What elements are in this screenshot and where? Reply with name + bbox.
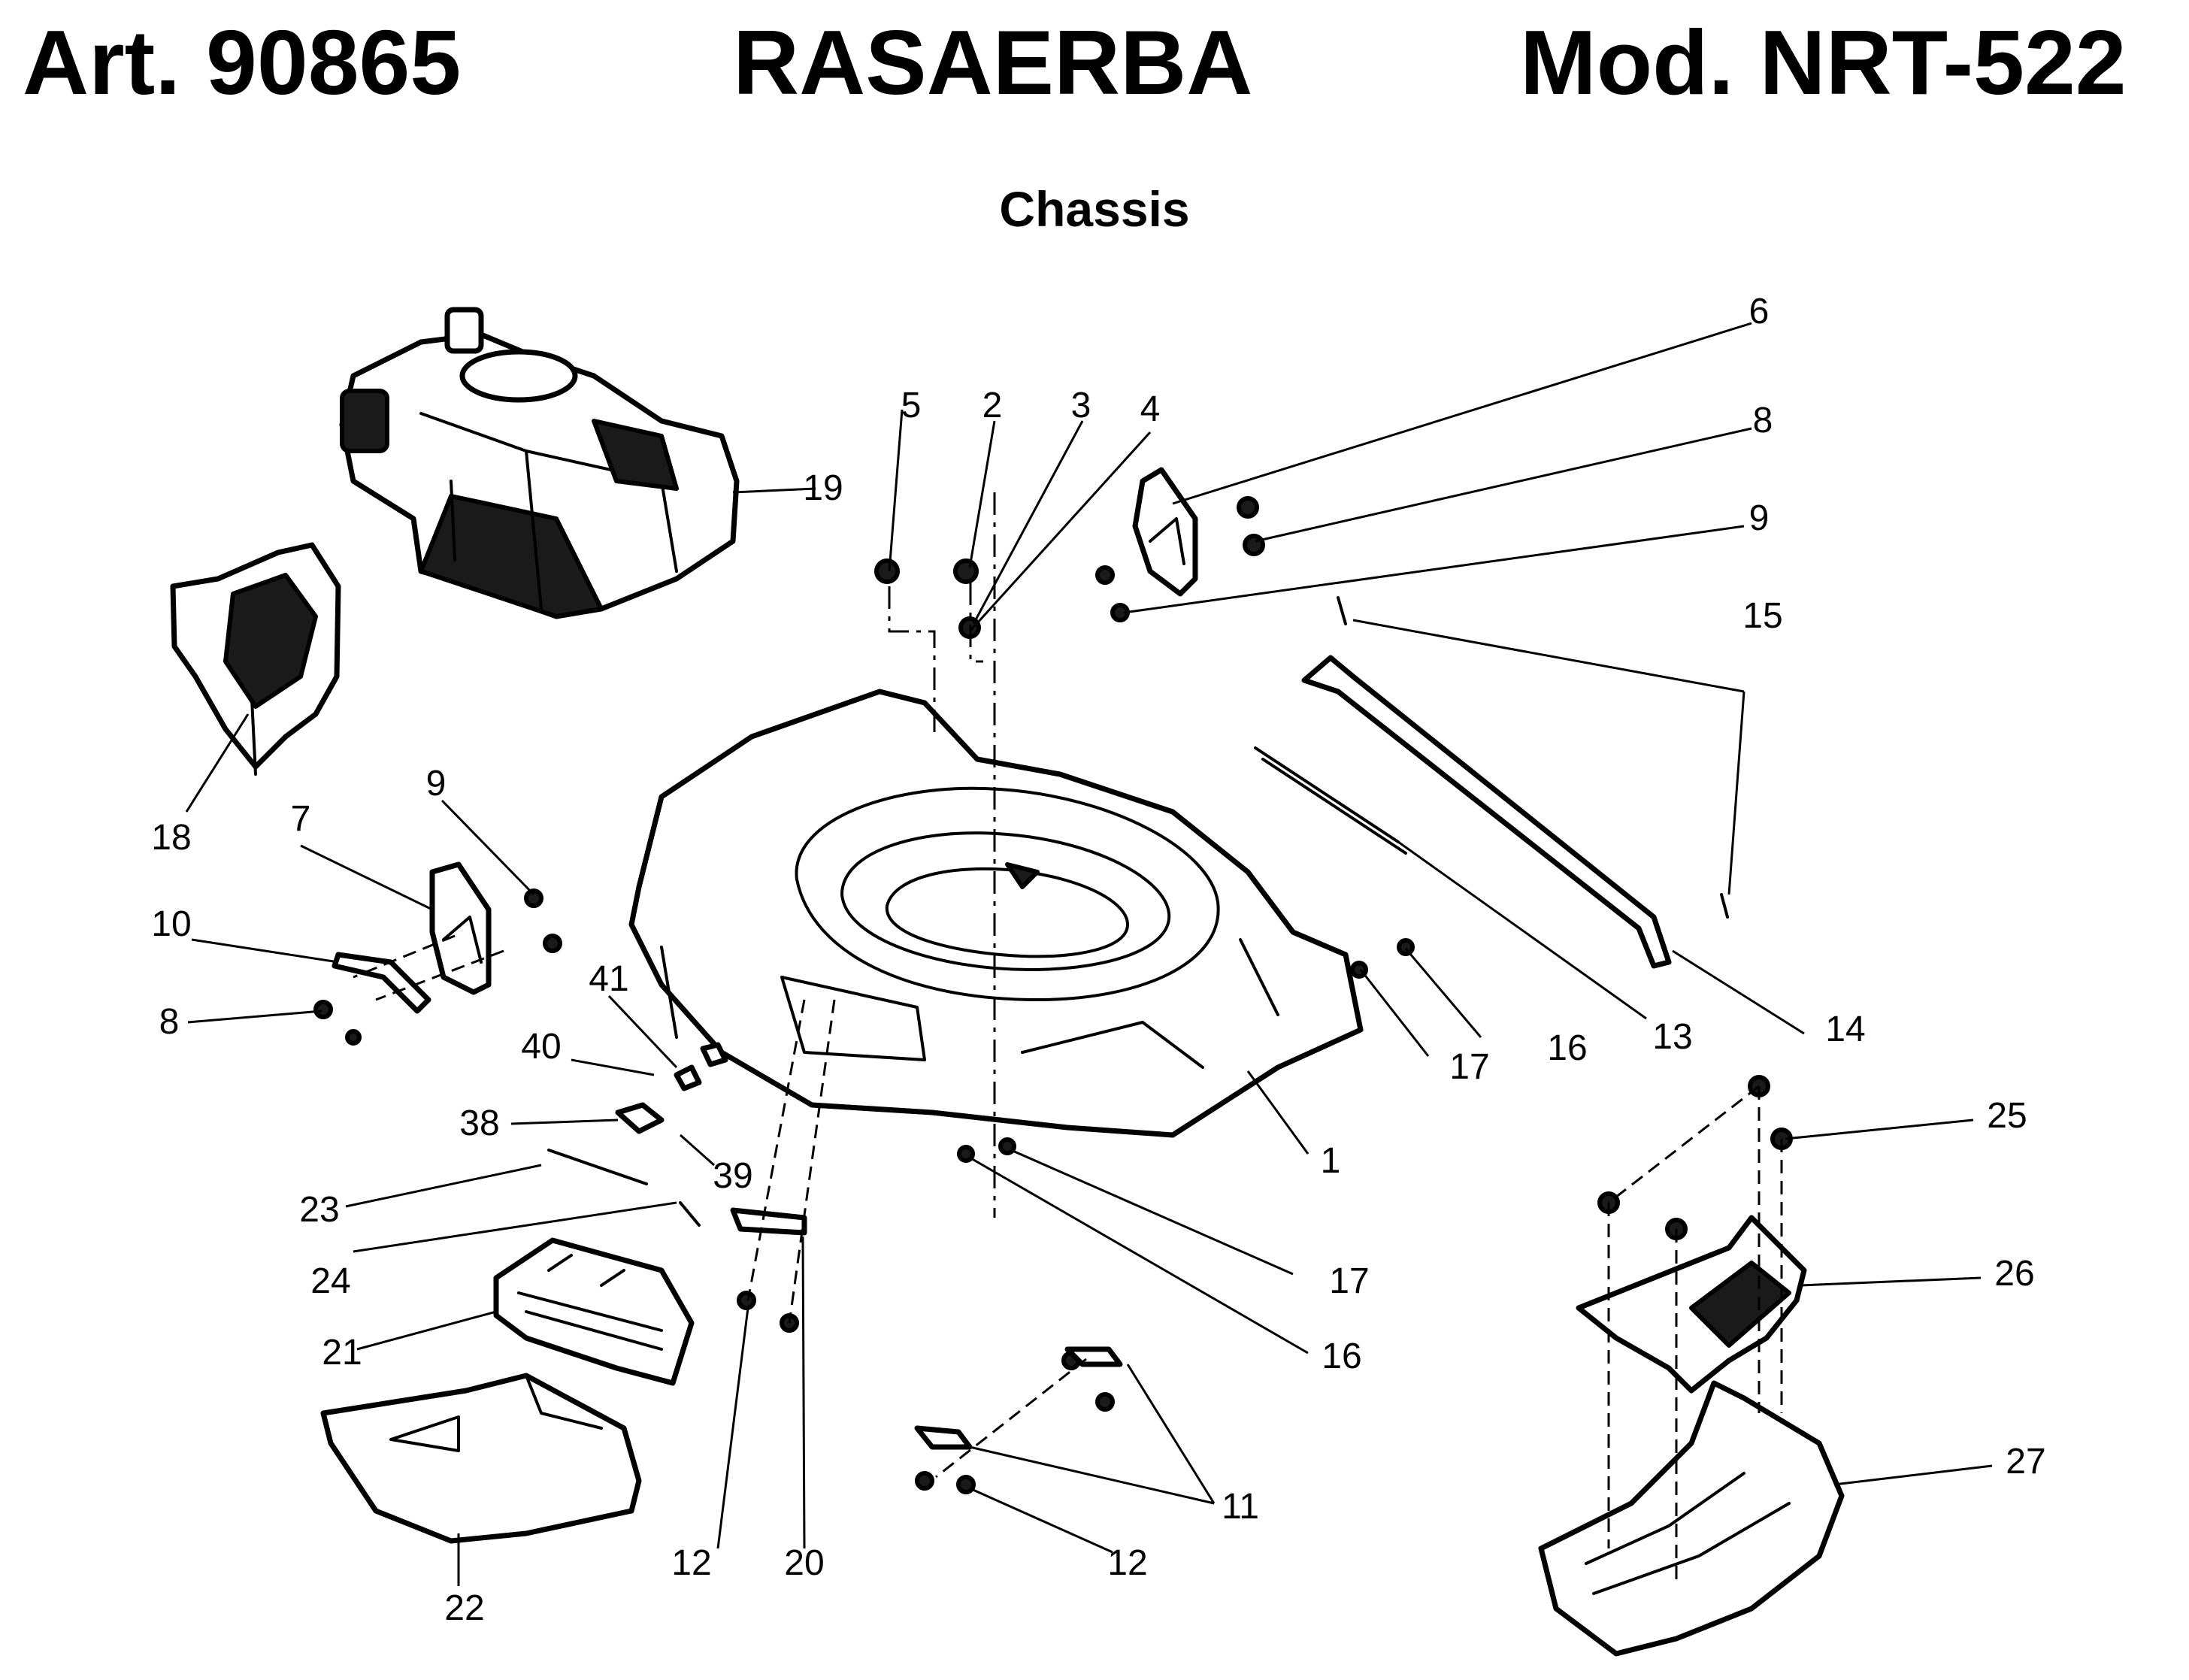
callout-23: 23 [299,1190,339,1230]
callout-26: 26 [1994,1254,2034,1294]
callout-4: 4 [1140,389,1161,429]
engine-part [339,307,740,619]
rear-cover-part [1576,1215,1807,1394]
callout-38: 38 [459,1103,499,1143]
callout-25: 25 [1987,1096,2027,1136]
callout-9-right: 9 [1749,498,1770,538]
callout-15: 15 [1742,596,1782,636]
callout-16-upper: 16 [1547,1028,1587,1068]
callout-2: 2 [982,386,1003,425]
article-number: Art. 90865 [23,11,462,114]
rubber-strip-part [332,952,431,1014]
callout-9-left: 9 [426,764,447,804]
callout-41: 41 [589,959,628,999]
callout-6: 6 [1749,292,1770,331]
callout-18: 18 [151,818,191,858]
callout-39: 39 [713,1156,752,1196]
callout-1: 1 [1321,1141,1341,1181]
callout-16-lower: 16 [1322,1336,1361,1376]
callout-10: 10 [151,904,191,944]
mower-deck-part [628,689,1364,1138]
callout-17-upper: 17 [1449,1047,1489,1087]
callout-14: 14 [1825,1010,1865,1049]
callout-13: 13 [1652,1017,1692,1057]
callout-20: 20 [784,1543,824,1583]
assembly-lines [353,492,1783,1586]
pin-part [1337,596,1729,919]
callout-3: 3 [1071,386,1091,425]
callout-24: 24 [310,1261,350,1301]
callout-8-left: 8 [159,1002,180,1042]
callout-19: 19 [803,468,843,508]
spring-part [1254,746,1407,855]
axle-rod-part [1301,655,1672,969]
callout-5: 5 [901,386,922,425]
hinge-bracket-6-part [1132,467,1198,597]
section-title: Chassis [999,181,1190,237]
callout-numbers: 6 8 9 15 5 2 3 4 19 18 7 9 10 8 41 40 38… [151,292,2045,1628]
product-name: RASAERBA [733,11,1253,114]
callout-8-right: 8 [1753,401,1773,440]
deflector-flap-part [170,542,341,776]
callout-40: 40 [521,1027,561,1067]
leader-lines [185,322,1993,1586]
callout-12-left: 12 [671,1543,711,1583]
grass-bag-frame-part [493,1237,695,1386]
callout-27: 27 [2006,1442,2045,1482]
callout-17-lower: 17 [1329,1261,1369,1301]
callout-11: 11 [1222,1487,1259,1527]
model-number: Mod. NRT-522 [1520,11,2127,114]
rear-guard-part [1538,1380,1845,1657]
callout-7: 7 [291,799,311,839]
grass-bag-part [320,1373,642,1544]
callout-21: 21 [322,1333,362,1373]
callout-22: 22 [444,1588,484,1628]
hinge-bracket-7-part [429,861,492,995]
callout-12-right: 12 [1107,1543,1147,1583]
